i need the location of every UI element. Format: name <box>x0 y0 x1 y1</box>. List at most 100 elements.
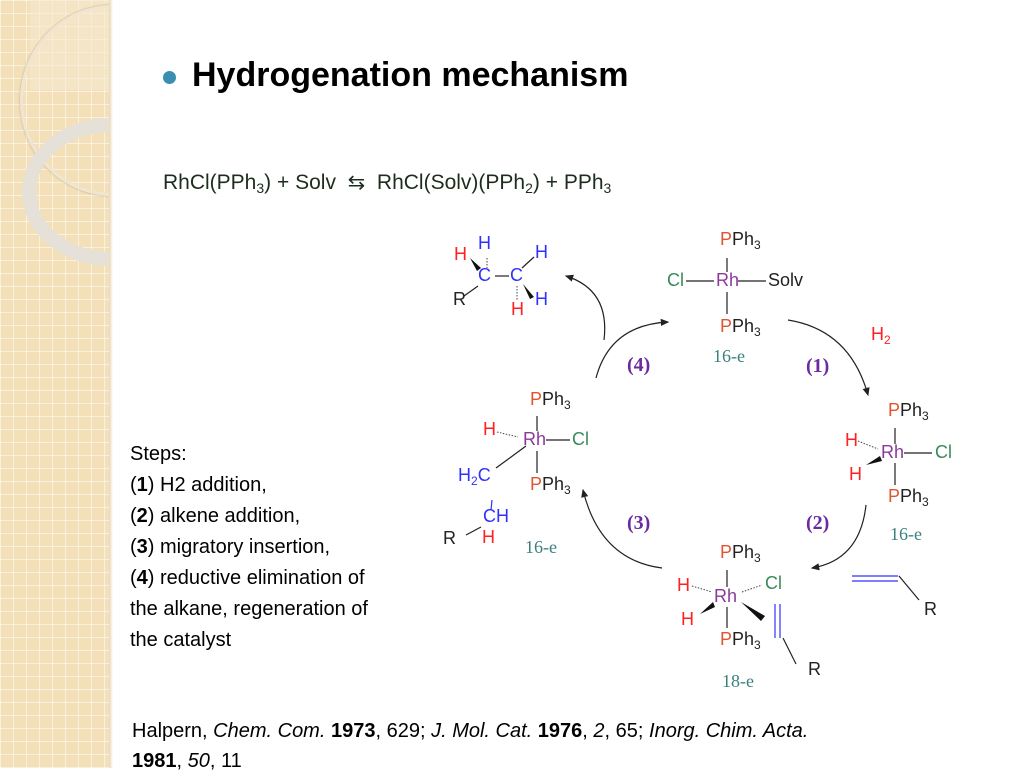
step-number: 1 <box>136 474 148 496</box>
atom-text: 3 <box>754 551 761 565</box>
step-label-4: (4) <box>627 354 651 376</box>
atom-text: 2 <box>471 474 478 488</box>
atom-text: 3 <box>922 409 929 423</box>
label-top-p1: PPh3 <box>720 229 761 251</box>
atom-text: CH <box>483 506 509 526</box>
reagent-h2-sub: 2 <box>884 333 891 347</box>
equilibrium-equation: RhCl(PPh3) + Solv ⇆ RhCl(Solv)(PPh2) + P… <box>163 170 611 195</box>
atom-text: 3 <box>754 325 761 339</box>
atom-text: Rh <box>714 586 738 606</box>
atom-text: Cl <box>572 429 589 449</box>
atom-text: 3 <box>922 495 929 509</box>
reagent-h2: H2 <box>871 324 891 346</box>
label-b-h2: H <box>681 610 694 628</box>
electron-count-right: 16-e <box>890 524 922 544</box>
atom-text: Rh <box>716 270 740 290</box>
cite-part: , <box>176 750 188 772</box>
eq-sub: 3 <box>256 180 265 196</box>
eq-sub: 2 <box>525 180 533 196</box>
cite-part: 1973 <box>325 720 376 742</box>
label-l-ch: CH <box>483 507 509 525</box>
atom-text: Ph <box>900 400 923 420</box>
atom-text: R <box>924 599 937 619</box>
atom-text: H <box>511 299 524 319</box>
atom-text: H <box>454 244 467 264</box>
cite-part: Chem. Com. <box>213 720 326 742</box>
label-b-rh: Rh <box>714 587 737 605</box>
atom-text: H <box>458 465 471 485</box>
atom-text: H <box>483 419 496 439</box>
atom-text: C <box>510 265 523 285</box>
steps-list: Steps: (1) H2 addition, (2) alkene addit… <box>130 439 368 656</box>
label-top-cl: Cl <box>667 271 684 289</box>
atom-text: P <box>530 389 543 409</box>
cite-part: 2 <box>593 720 605 742</box>
label-b-p1: PPh3 <box>720 542 761 564</box>
step-text: ) migratory insertion, <box>147 536 331 558</box>
step-label-1: (1) <box>806 355 830 377</box>
cite-part: , 65; <box>604 720 650 742</box>
atom-text: Rh <box>881 442 905 462</box>
step-number: 3 <box>136 536 148 558</box>
atom-text: H <box>535 242 548 262</box>
atom-text: Ph <box>732 542 755 562</box>
label-l-p1: PPh3 <box>530 389 571 411</box>
atom-text: Ph <box>542 474 565 494</box>
atom-text: P <box>888 486 901 506</box>
cite-part: J. Mol. Cat. <box>431 720 533 742</box>
label-p-h4: H <box>511 300 524 318</box>
eq-left-end: ) + Solv <box>264 171 336 194</box>
cite-part: Inorg. Chim. Acta. <box>649 720 809 742</box>
label-p-c1: C <box>478 266 491 284</box>
atom-text: H <box>681 609 694 629</box>
atom-text: H <box>849 464 862 484</box>
step-text: the catalyst <box>130 629 232 651</box>
label-alk-r: R <box>924 600 937 618</box>
atom-text: C <box>478 265 491 285</box>
atom-text: R <box>808 659 821 679</box>
step-item: (2) alkene addition, <box>130 505 301 527</box>
label-top-rh: Rh <box>716 271 739 289</box>
label-l-cl: Cl <box>572 430 589 448</box>
decorative-sidebar <box>0 0 113 768</box>
equilibrium-arrow-icon: ⇆ <box>347 171 366 194</box>
atom-text: Ph <box>732 229 755 249</box>
cite-part: 1981 <box>132 750 177 772</box>
label-b-h1: H <box>677 576 690 594</box>
cite-part: , 11 <box>209 750 242 772</box>
step-number: 2 <box>136 505 148 527</box>
label-p-c2: C <box>510 266 523 284</box>
electron-count-bottom: 18-e <box>722 671 754 691</box>
step-item: (1) H2 addition, <box>130 474 267 496</box>
electron-count-left: 16-e <box>525 537 557 557</box>
label-r-cl: Cl <box>935 443 952 461</box>
step-text: ) reductive elimination of <box>147 567 365 589</box>
step-text: the alkane, regeneration of <box>130 598 368 620</box>
label-l-r: R <box>443 529 456 547</box>
atom-text: Solv <box>768 270 804 290</box>
cite-part: , <box>582 720 594 742</box>
label-r-p2: PPh3 <box>888 486 929 508</box>
label-r-p1: PPh3 <box>888 400 929 422</box>
label-l-h2c: H2C <box>458 465 491 487</box>
atom-text: P <box>720 229 733 249</box>
atom-text: R <box>453 289 466 309</box>
atom-text: Ph <box>542 389 565 409</box>
label-l-rh: Rh <box>523 430 546 448</box>
step-label-2: (2) <box>806 512 830 534</box>
label-l-p2: PPh3 <box>530 474 571 496</box>
citation: Halpern, Chem. Com. 1973, 629; J. Mol. C… <box>132 716 1012 776</box>
atom-text: 3 <box>564 398 571 412</box>
step-text: ) H2 addition, <box>147 474 267 496</box>
atom-text: P <box>720 316 733 336</box>
label-p-h2: H <box>478 234 491 252</box>
atom-text: H <box>845 430 858 450</box>
reagent-h2-text: H <box>871 324 884 344</box>
eq-right: RhCl(Solv)(PPh <box>376 171 526 194</box>
step-number: 4 <box>136 567 148 589</box>
atom-text: H <box>482 527 495 547</box>
atom-text: 3 <box>754 638 761 652</box>
atom-text: H <box>535 289 548 309</box>
atom-text: P <box>720 629 733 649</box>
eq-sub: 3 <box>603 180 612 196</box>
